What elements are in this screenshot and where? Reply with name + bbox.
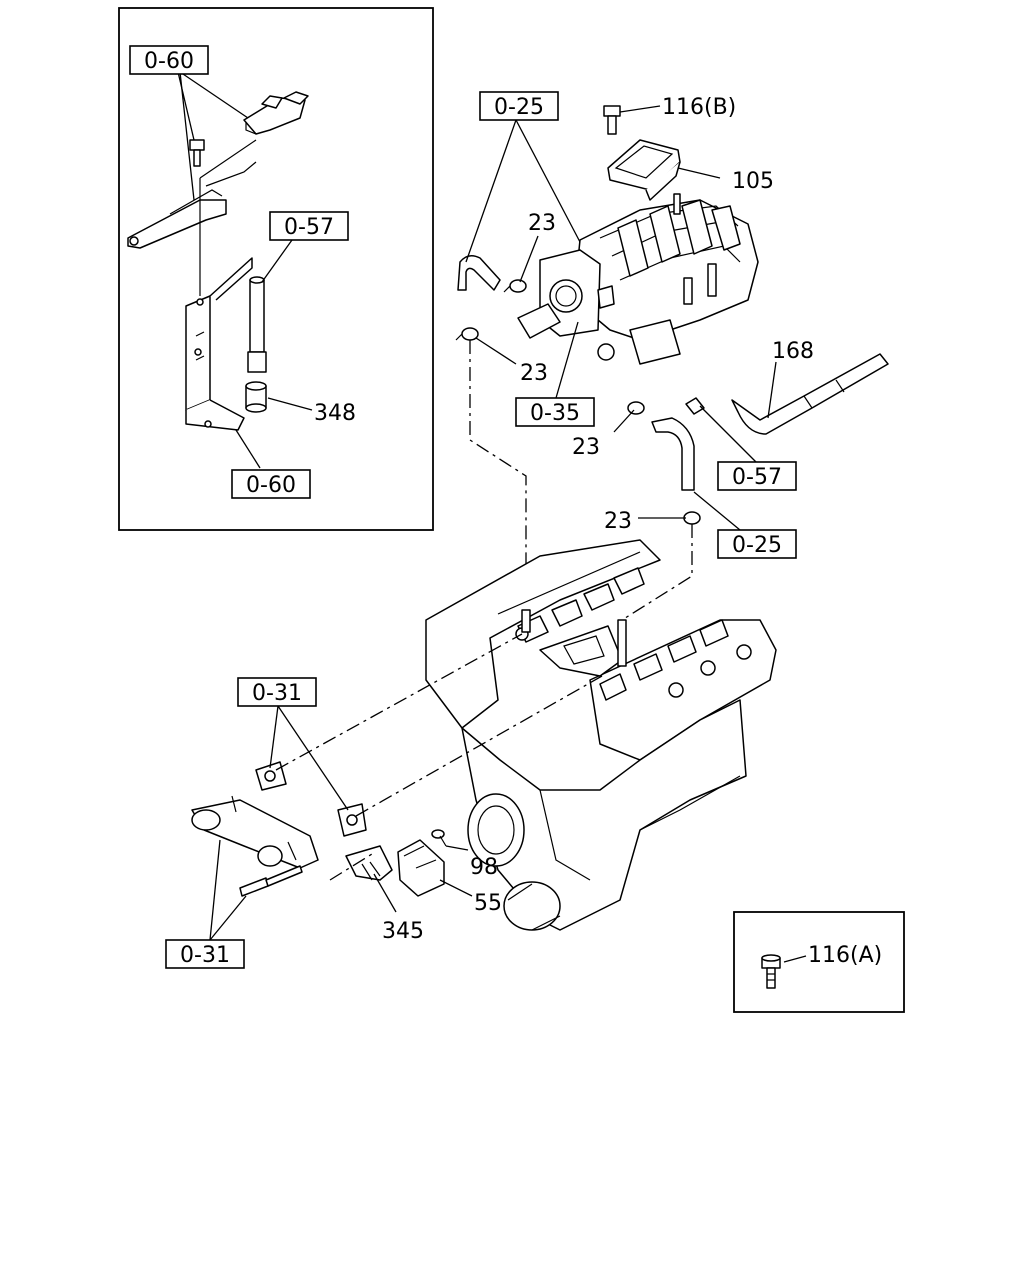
part-label-clamp-bottom: 23 — [604, 509, 632, 534]
part-label-hose: 168 — [772, 339, 814, 364]
svg-text:0-60: 0-60 — [144, 49, 194, 74]
part-label-cushion: 348 — [314, 401, 356, 426]
ref-box-inset-pipe: 0-57 — [269, 211, 349, 241]
ref-box-lower-hose: 0-25 — [717, 529, 797, 559]
ref-box-throttle: 0-35 — [515, 397, 595, 427]
bracket-345 — [345, 845, 393, 881]
part-label-sensor: 55 — [474, 891, 502, 916]
part-label-clamp-low: 23 — [572, 435, 600, 460]
engine-block — [425, 539, 777, 931]
svg-text:0-57: 0-57 — [732, 465, 782, 490]
clamp-23-top — [503, 279, 527, 293]
intake-manifold — [517, 105, 759, 365]
clamp-23-bottom — [683, 511, 701, 525]
svg-text:0-35: 0-35 — [530, 401, 580, 426]
ref-box-manifold-hose: 0-25 — [479, 91, 559, 121]
part-label-bracket: 345 — [382, 919, 424, 944]
ref-box-pcv-hose: 0-57 — [717, 461, 797, 491]
ref-box-water-outlet-bolt: 0-31 — [165, 939, 245, 969]
part-label-clamp-top: 23 — [528, 211, 556, 236]
part-label-clamp-mid: 23 — [520, 361, 548, 386]
part-label-bolt-a: 116(A) — [808, 943, 882, 968]
water-outlet-assembly — [191, 761, 367, 897]
part-label-screw: 98 — [470, 855, 498, 880]
screw-98 — [431, 829, 447, 847]
clamp-23-mid — [455, 327, 479, 341]
svg-text:0-31: 0-31 — [180, 943, 230, 968]
ref-box-inset-top: 0-60 — [129, 45, 209, 75]
hose-upper — [457, 255, 501, 291]
inset-frame — [118, 7, 434, 531]
part-label-ecm: 105 — [732, 169, 774, 194]
sensor-55 — [397, 839, 445, 897]
ref-box-water-outlet: 0-31 — [237, 677, 317, 707]
hose-168 — [685, 353, 889, 435]
svg-text:0-25: 0-25 — [494, 95, 544, 120]
cushion-348 — [245, 381, 267, 413]
svg-text:0-57: 0-57 — [284, 215, 334, 240]
svg-text:0-25: 0-25 — [732, 533, 782, 558]
inset-bolt-a-frame — [733, 911, 905, 1013]
svg-text:0-31: 0-31 — [252, 681, 302, 706]
inset-bracket-assembly — [127, 91, 309, 431]
inset-pipe — [247, 276, 267, 373]
ref-box-inset-bottom: 0-60 — [231, 469, 311, 499]
clamp-23-low — [627, 401, 645, 415]
hose-lower — [651, 417, 695, 491]
svg-text:0-60: 0-60 — [246, 473, 296, 498]
part-label-bolt-b: 116(B) — [662, 95, 736, 120]
bolt-116a — [761, 954, 781, 989]
